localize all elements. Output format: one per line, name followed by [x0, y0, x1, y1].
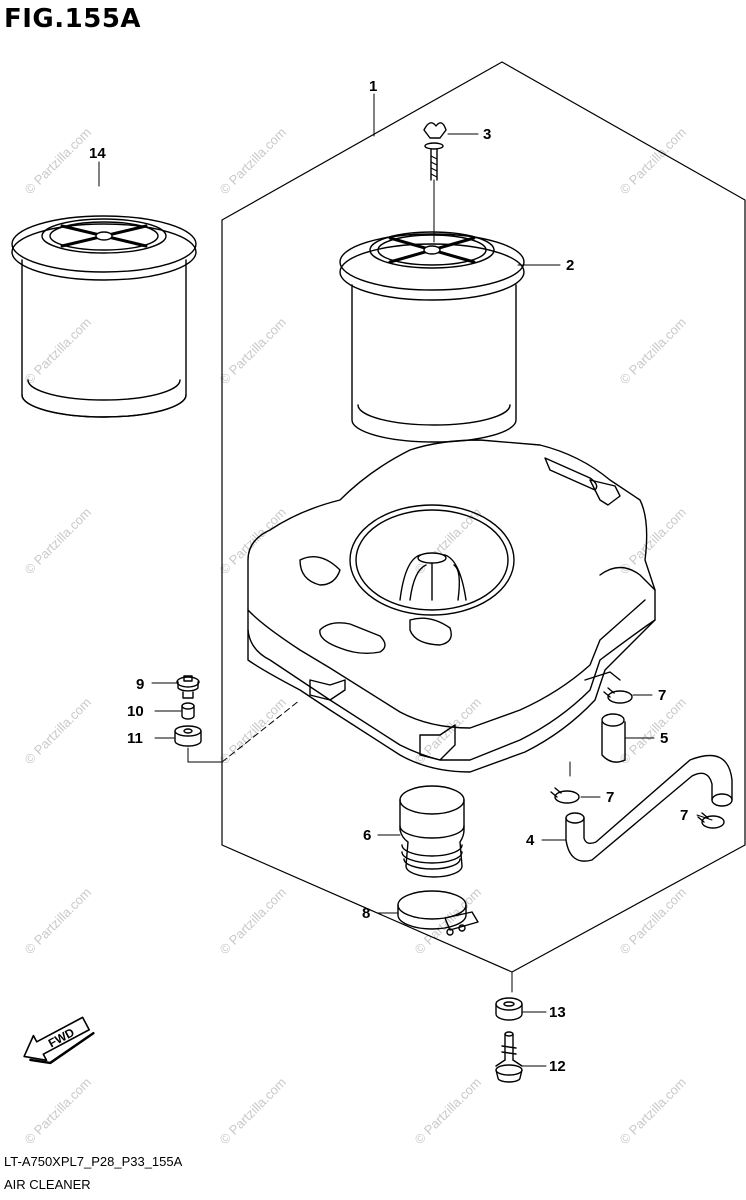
- callout-10: 10: [127, 703, 144, 720]
- callout-9: 9: [136, 676, 144, 693]
- hose-clamp-small-a: [603, 687, 633, 704]
- hose-clamp-small-b: [550, 787, 580, 804]
- callout-7a: 7: [658, 687, 666, 704]
- air-filter-element-spare: [11, 215, 197, 418]
- watermark: © Partzilla.com: [617, 125, 690, 198]
- callout-1: 1: [369, 78, 377, 95]
- watermark: © Partzilla.com: [617, 315, 690, 388]
- watermark: © Partzilla.com: [217, 885, 290, 958]
- watermark: © Partzilla.com: [617, 505, 690, 578]
- watermark: © Partzilla.com: [617, 1075, 690, 1148]
- watermark: © Partzilla.com: [22, 695, 95, 768]
- watermark: © Partzilla.com: [22, 1075, 95, 1148]
- band-clamp: [397, 890, 479, 936]
- watermark: © Partzilla.com: [22, 885, 95, 958]
- forward-arrow-icon: FWD: [23, 1016, 95, 1065]
- watermark: © Partzilla.com: [22, 505, 95, 578]
- callout-8: 8: [362, 905, 370, 922]
- intake-boot: [399, 785, 465, 878]
- drain-hose-long: [565, 754, 733, 862]
- callout-7c: 7: [680, 807, 688, 824]
- watermark: © Partzilla.com: [412, 885, 485, 958]
- air-filter-element: [339, 231, 525, 443]
- air-cleaner-case: [247, 439, 656, 773]
- watermark: © Partzilla.com: [217, 695, 290, 768]
- plug-cap: [495, 997, 523, 1021]
- bolt: [176, 675, 200, 699]
- grommet: [174, 725, 202, 747]
- watermark: © Partzilla.com: [22, 125, 95, 198]
- callout-3: 3: [483, 126, 491, 143]
- watermark: © Partzilla.com: [217, 315, 290, 388]
- drain-plug: [495, 1031, 523, 1083]
- callout-14: 14: [89, 145, 106, 162]
- callout-11: 11: [127, 730, 143, 747]
- diagram-code: LT-A750XPL7_P28_P33_155A: [4, 1154, 183, 1169]
- watermark: © Partzilla.com: [412, 505, 485, 578]
- hose-clamp-small-c: [697, 812, 725, 829]
- drain-hose-short: [601, 713, 626, 763]
- callout-2: 2: [566, 257, 574, 274]
- callouts: 1 2 3 14 9 10 11 7 5 7 7 4 6 8 13 12: [89, 78, 688, 1075]
- leader-lines: [98, 93, 713, 1067]
- diagram-title: AIR CLEANER: [4, 1177, 91, 1192]
- watermark: © Partzilla.com: [412, 1075, 485, 1148]
- callout-12: 12: [549, 1058, 566, 1075]
- callout-4: 4: [526, 832, 535, 849]
- callout-13: 13: [549, 1004, 566, 1021]
- callout-5: 5: [660, 730, 668, 747]
- watermark: © Partzilla.com: [217, 505, 290, 578]
- wing-bolt: [423, 122, 447, 243]
- watermark: © Partzilla.com: [217, 125, 290, 198]
- collar: [181, 702, 195, 720]
- assembly-outline: [221, 61, 746, 973]
- figure-title: FIG.155A: [4, 4, 142, 34]
- callout-7b: 7: [606, 789, 614, 806]
- callout-6: 6: [363, 827, 371, 844]
- watermark: © Partzilla.com: [217, 1075, 290, 1148]
- watermark: © Partzilla.com: [617, 695, 690, 768]
- watermark: © Partzilla.com: [22, 315, 95, 388]
